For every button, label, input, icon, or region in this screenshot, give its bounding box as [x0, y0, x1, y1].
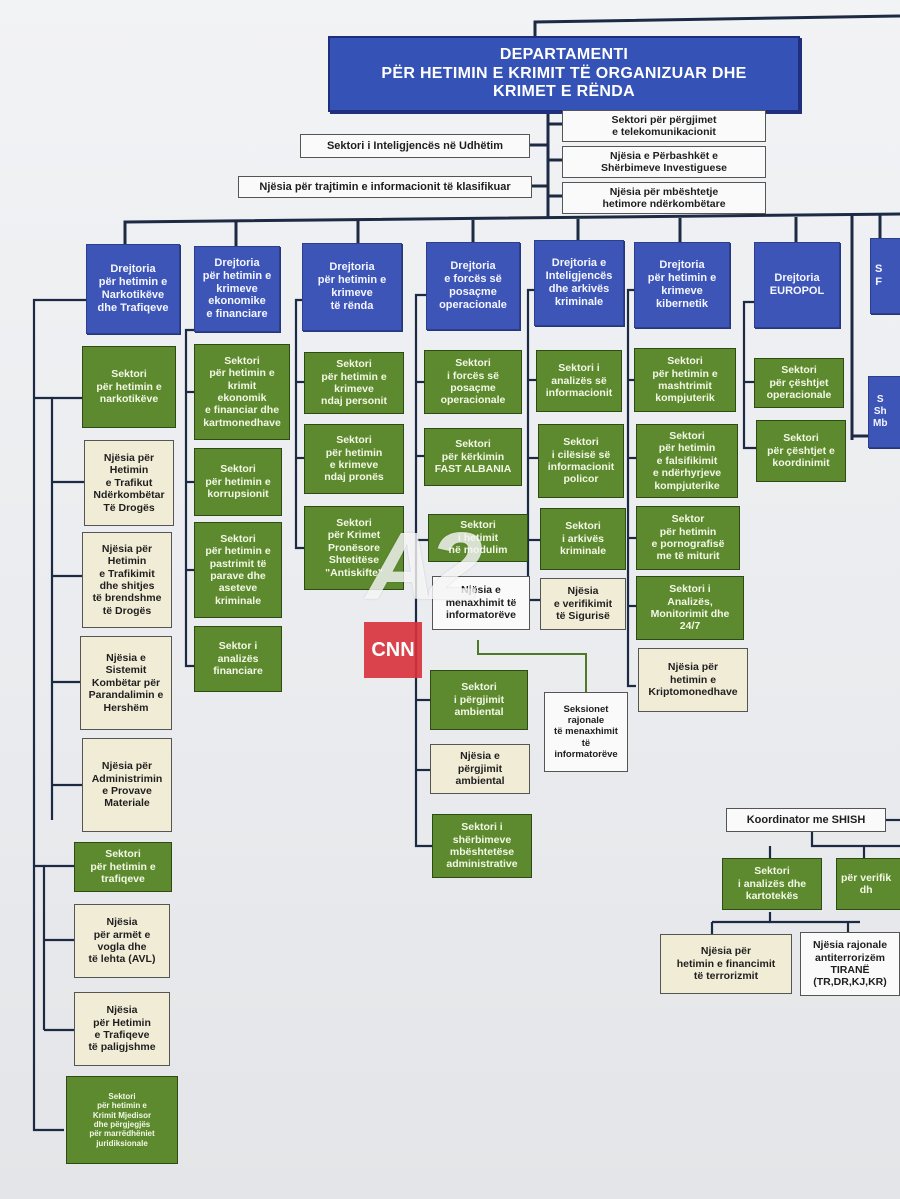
sector-verification-cut: për verifik dh: [836, 858, 900, 910]
unit-early-warning-system: Njësia e Sistemit Kombëtar për Parandali…: [80, 636, 172, 730]
sector-analysis-monitoring: Sektori i Analizës, Monitorimit dhe 24/7: [636, 576, 744, 640]
sector-narcotics: Sektori për hetimin e narkotikëve: [82, 346, 176, 428]
unit-classified-info: Njësia për trajtimin e informacionit të …: [238, 176, 532, 198]
directorate-narcotics: Drejtoria për hetimin e Narkotikëve dhe …: [86, 244, 180, 334]
sector-telecom-interception: Sektori për përgjimet e telekomunikacion…: [562, 110, 766, 142]
unit-joint-investigative-services: Njësia e Përbashkët e Shërbimeve Investi…: [562, 146, 766, 178]
sector-special-forces: Sektori i forcës së posaçme operacionale: [424, 350, 522, 414]
department-title: DEPARTAMENTI PËR HETIMIN E KRIMIT TË ORG…: [328, 36, 800, 112]
unit-domestic-drug-trafficking: Njësia për Hetimin e Trafikimit dhe shit…: [82, 532, 172, 628]
sector-info-analysis: Sektori i analizës së informacionit: [536, 350, 622, 412]
directorate-cut-off: S F: [870, 238, 900, 314]
sector-fast-albania: Sektori për kërkimin FAST ALBANIA: [424, 428, 522, 486]
sector-coordination: Sektori për çështjet e koordinimit: [756, 420, 846, 482]
sector-info-quality: Sektori i cilësisë së informacionit poli…: [538, 424, 624, 498]
unit-intl-drug-trafficking: Njësia për Hetimin e Trafikut Ndërkombët…: [84, 440, 174, 526]
sector-admin-support: Sektori i shërbimeve mbështetëse adminis…: [432, 814, 532, 878]
sector-child-pornography: Sektor për hetimin e pornografisë me të …: [636, 506, 740, 570]
regional-informant-sections: Seksionet rajonale të menaxhimit të info…: [544, 692, 628, 772]
sector-travel-intelligence: Sektori i Inteligjencës në Udhëtim: [300, 134, 530, 158]
sector-analysis-card-index: Sektori i analizës dhe kartotekës: [722, 858, 822, 910]
sector-criminal-archive: Sektori i arkivës kriminale: [540, 508, 626, 570]
sector-modulation-investigation: Sektori i hetimit në modulim: [428, 514, 528, 562]
cnn-logo: CNN: [364, 622, 422, 678]
unit-international-support: Njësia për mbështetje hetimore ndërkombë…: [562, 182, 766, 214]
sector-property-crime: Sektori për hetimin e krimeve ndaj pronë…: [304, 424, 404, 494]
sector-ambient-interception: Sektori i përgjimit ambiental: [430, 670, 528, 730]
sector-computer-fraud: Sektori për hetimin e mashtrimit kompjut…: [634, 348, 736, 412]
sector-corruption: Sektori për hetimin e korrupsionit: [194, 448, 282, 516]
sector-trafficking: Sektori për hetimin e trafiqeve: [74, 842, 172, 892]
sector-antiskifte: Sektori për Krimet Pronësore Shtetitëse …: [304, 506, 404, 590]
unit-terrorism-financing: Njësia për hetimin e financimit të terro…: [660, 934, 792, 994]
unit-cryptocurrency: Njësia për hetimin e Kriptomonedhave: [638, 648, 748, 712]
unit-material-evidence: Njësia për Administrimin e Provave Mater…: [82, 738, 172, 832]
sector-money-laundering: Sektori për hetimin e pastrimit të parav…: [194, 522, 282, 618]
unit-informant-management: Njësia e menaxhimit të informatorëve: [432, 576, 530, 630]
a2-watermark-logo: A2: [366, 513, 483, 620]
directorate-cybercrime: Drejtoria për hetimin e krimeve kibernet…: [634, 242, 730, 328]
unit-regional-antiterrorism: Njësia rajonale antiterrorizëm TIRANË (T…: [800, 932, 900, 996]
shish-coordinator: Koordinator me SHISH: [726, 808, 886, 832]
sector-computer-forgery: Sektori për hetimin e falsifikimit e ndë…: [636, 424, 738, 498]
unit-illegal-trafficking: Njësia për Hetimin e Trafiqeve të paligj…: [74, 992, 170, 1066]
directorate-cut-off-2: S Sh Mb: [868, 376, 900, 448]
sector-economic-crime: Sektori për hetimin e krimit ekonomik e …: [194, 344, 290, 440]
directorate-intelligence-archive: Drejtoria e Inteligjencës dhe arkivës kr…: [534, 240, 624, 326]
unit-security-verification: Njësia e verifikimit të Sigurisë: [540, 578, 626, 630]
sector-crimes-against-person: Sektori për hetimin e krimeve ndaj perso…: [304, 352, 404, 414]
sector-financial-analysis: Sektor i analizës financiare: [194, 626, 282, 692]
sector-environmental-crime: Sektori për hetimin e Krimit Mjedisor dh…: [66, 1076, 178, 1164]
unit-small-arms: Njësia për armët e vogla dhe të lehta (A…: [74, 904, 170, 978]
directorate-europol: Drejtoria EUROPOL: [754, 242, 840, 328]
directorate-serious-crime: Drejtoria për hetimin e krimeve të rënda: [302, 243, 402, 331]
sector-operational-matters: Sektori për çështjet operacionale: [754, 358, 844, 408]
directorate-economic-crime: Drejtoria për hetimin e krimeve ekonomik…: [194, 246, 280, 332]
unit-ambient-interception: Njësia e përgjimit ambiental: [430, 744, 530, 794]
directorate-special-operations: Drejtoria e forcës së posaçme operaciona…: [426, 242, 520, 330]
